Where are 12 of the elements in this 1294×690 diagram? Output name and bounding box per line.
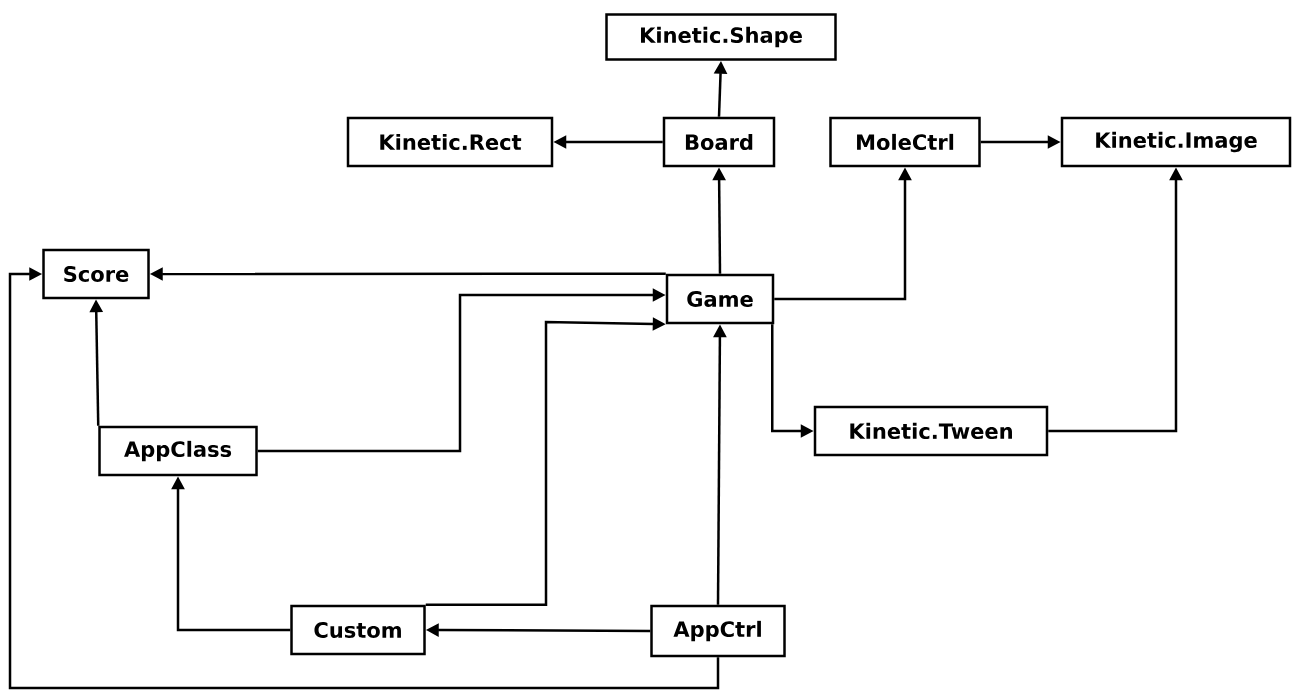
- class-box: Kinetic.Rect: [346, 116, 554, 168]
- class-box: Custom: [290, 604, 426, 656]
- class-box: Kinetic.Tween: [813, 405, 1049, 457]
- class-box: Kinetic.Image: [1060, 116, 1292, 168]
- class-box: Score: [42, 248, 150, 300]
- class-box: Game: [665, 273, 775, 325]
- arrow: [8, 267, 720, 690]
- class-box: AppClass: [98, 425, 258, 477]
- class-box: Kinetic.Shape: [605, 13, 837, 61]
- class-box: AppCtrl: [650, 604, 786, 658]
- class-box: MoleCtrl: [829, 116, 981, 168]
- class-box: Board: [662, 116, 776, 168]
